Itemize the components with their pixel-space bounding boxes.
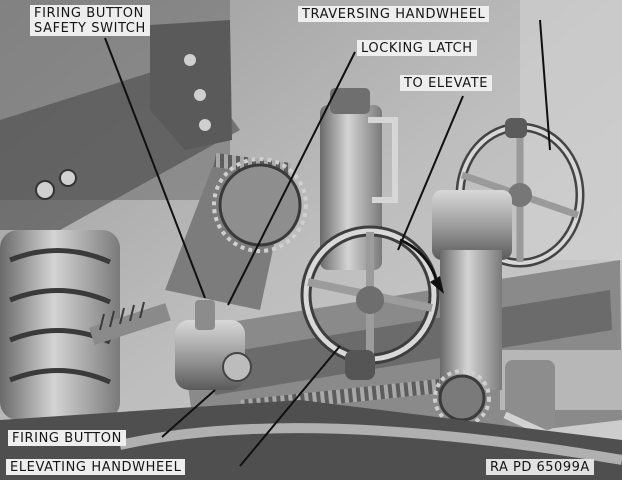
label-line-1: FIRING BUTTON <box>34 6 144 21</box>
label-locking-latch: LOCKING LATCH <box>357 40 477 56</box>
label-to-elevate: TO ELEVATE <box>400 75 493 91</box>
label-elevating-handwheel: ELEVATING HANDWHEEL <box>6 459 186 475</box>
label-traversing-handwheel: TRAVERSING HANDWHEEL <box>298 6 490 22</box>
label-firing-button: FIRING BUTTON <box>8 430 126 446</box>
plate-number: RA PD 65099A <box>486 459 594 475</box>
label-line-2: SAFETY SWITCH <box>34 21 146 36</box>
elevating-handwheel <box>300 225 440 380</box>
leader-lines <box>104 19 551 467</box>
label-firing-button-safety-switch: FIRING BUTTON SAFETY SWITCH <box>30 5 150 36</box>
